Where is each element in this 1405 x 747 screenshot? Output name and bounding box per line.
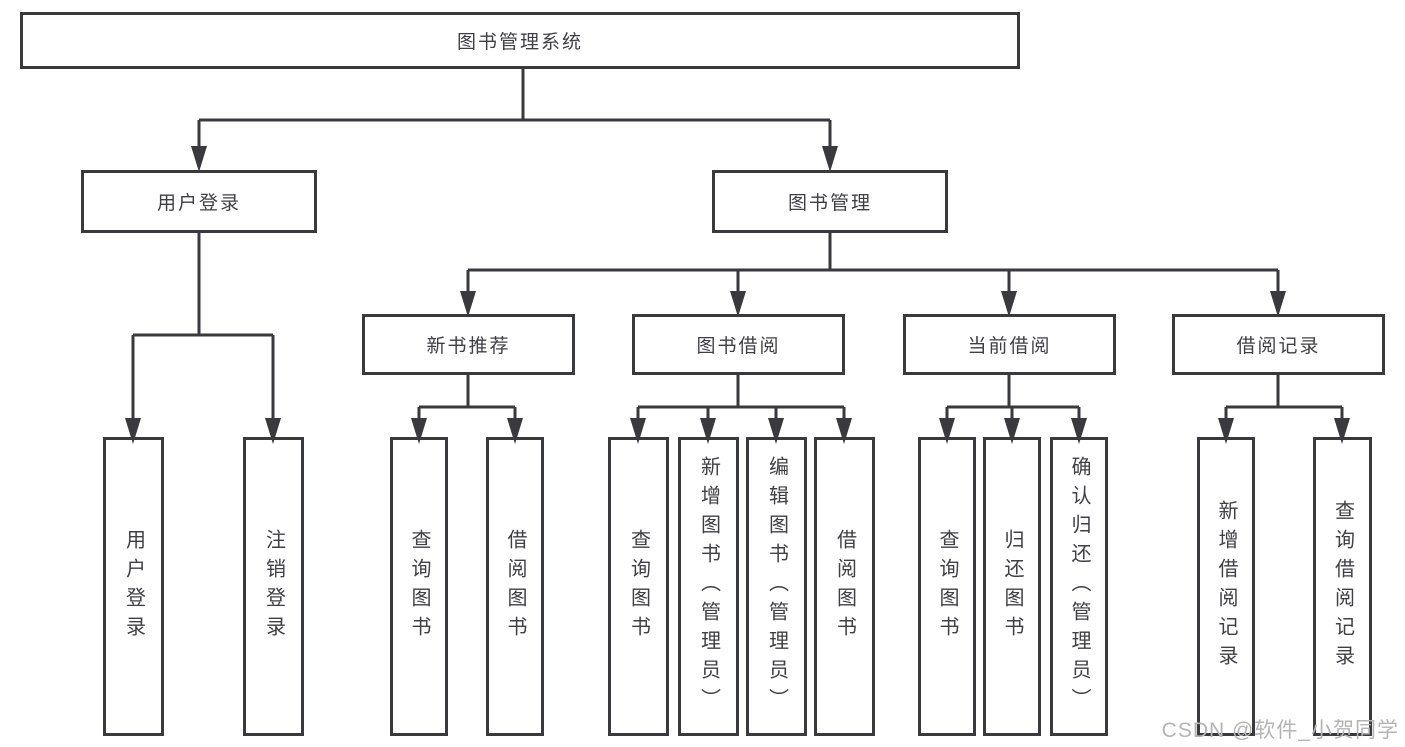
leaf-return-book: 归还图书	[983, 437, 1041, 736]
leaf-query-books-2-label: 查询图书	[627, 528, 650, 645]
node-book-management-label: 图书管理	[787, 193, 872, 214]
leaf-user-login: 用户登录	[103, 437, 164, 736]
node-book-borrowing: 图书借阅	[632, 314, 845, 375]
leaf-query-books-1-label: 查询图书	[408, 528, 430, 645]
leaf-query-borrow-record-label: 查询借阅记录	[1331, 499, 1354, 674]
leaf-add-book-admin: 新增图书（管理员）	[678, 437, 739, 736]
node-book-borrowing-label: 图书借阅	[696, 336, 781, 357]
node-new-book-recommend-label: 新书推荐	[426, 336, 511, 357]
node-root: 图书管理系统	[20, 12, 1020, 69]
leaf-query-borrow-record: 查询借阅记录	[1313, 437, 1372, 736]
node-current-borrowing: 当前借阅	[903, 314, 1116, 375]
node-user-login-branch-label: 用户登录	[156, 193, 241, 214]
node-borrow-records: 借阅记录	[1172, 314, 1385, 375]
leaf-user-login-label: 用户登录	[122, 528, 145, 645]
leaf-query-books-2: 查询图书	[608, 437, 669, 736]
node-book-management: 图书管理	[712, 170, 948, 233]
leaf-edit-book-admin-label: 编辑图书（管理员）	[765, 456, 788, 717]
leaf-add-borrow-record-label: 新增借阅记录	[1215, 499, 1237, 674]
leaf-borrow-books-2-label: 借阅图书	[833, 528, 856, 645]
leaf-logout-login: 注销登录	[243, 437, 304, 736]
leaf-query-books-3: 查询图书	[918, 437, 976, 736]
node-borrow-records-label: 借阅记录	[1236, 336, 1321, 357]
leaf-confirm-return-admin-label: 确认归还（管理员）	[1068, 456, 1090, 717]
node-current-borrowing-label: 当前借阅	[967, 336, 1052, 357]
node-user-login-branch: 用户登录	[81, 170, 317, 233]
leaf-logout-login-label: 注销登录	[262, 528, 285, 645]
leaf-query-books-3-label: 查询图书	[936, 528, 958, 645]
node-root-label: 图书管理系统	[456, 32, 583, 53]
watermark: CSDN @软件_小贺同学	[1161, 719, 1399, 742]
leaf-return-book-label: 归还图书	[1001, 528, 1023, 645]
leaf-borrow-books-1: 借阅图书	[486, 437, 544, 736]
leaf-confirm-return-admin: 确认归还（管理员）	[1050, 437, 1108, 736]
leaf-edit-book-admin: 编辑图书（管理员）	[746, 437, 807, 736]
leaf-query-books-1: 查询图书	[390, 437, 448, 736]
leaf-add-borrow-record: 新增借阅记录	[1197, 437, 1255, 736]
leaf-borrow-books-2: 借阅图书	[814, 437, 875, 736]
leaf-add-book-admin-label: 新增图书（管理员）	[697, 456, 720, 717]
leaf-borrow-books-1-label: 借阅图书	[504, 528, 526, 645]
node-new-book-recommend: 新书推荐	[362, 314, 575, 375]
